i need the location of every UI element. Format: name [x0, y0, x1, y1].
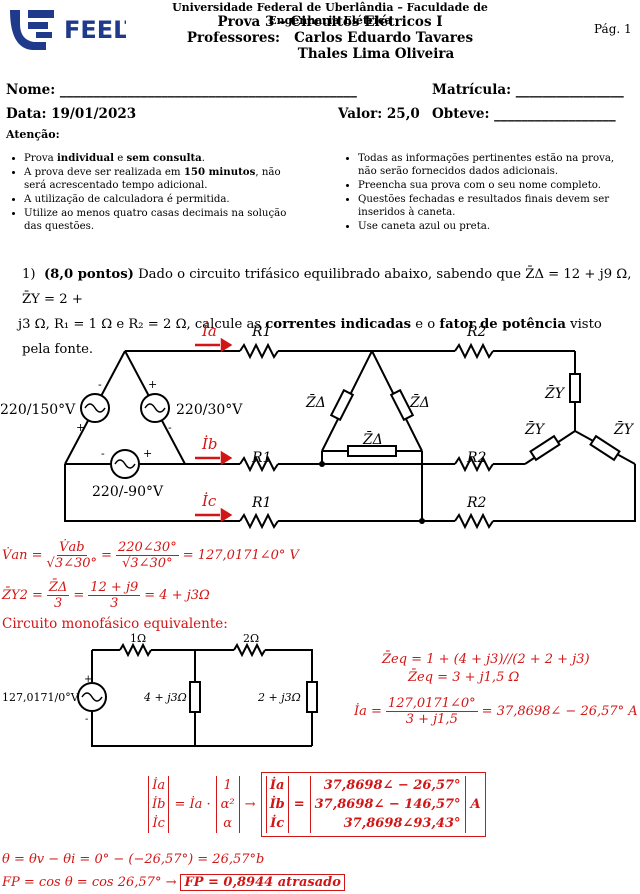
mono-r1-label: 1Ω [130, 632, 146, 645]
resistor-r2-b [454, 455, 494, 473]
van-equation: V̇an = V̇ab √3∠30° = 220∠30° √3∠30° = 12… [2, 540, 299, 571]
exam-title: Prova 3 – Circuitos Elétricos I [217, 14, 443, 30]
university-name: Universidade Federal de Uberlândia – Fac… [172, 1, 488, 27]
r2-label-a: R2 [466, 324, 487, 340]
resistor-r2-a [454, 342, 494, 360]
mono-z2-label: 2 + j3Ω [257, 691, 301, 704]
source-v3-label: 220/-90°V [92, 484, 164, 500]
source-v1-label: 220/150°V [0, 402, 76, 418]
attention-item: Questões fechadas e resultados finais de… [358, 193, 636, 219]
page-number: Pág. 1 [594, 22, 632, 36]
professors: Professores: Carlos Eduardo Tavares [186, 30, 474, 46]
theta-equation: θ = θv − θi = 0° − (−26,57°) = 26,57°b [2, 852, 265, 867]
svg-text:+: + [148, 378, 157, 391]
vector-equation: İa İb İc = İa · 1 α² α → İa İb İc = 37,8… [148, 772, 486, 837]
mono-z1-label: 4 + j3Ω [143, 691, 187, 704]
logo-text: FEELT [64, 16, 126, 44]
resistor-r1-c [239, 512, 279, 530]
r2-label-b: R2 [466, 450, 487, 466]
resistor-r2-c [454, 512, 494, 530]
zd-label-2: Z̄Δ [409, 393, 430, 411]
zd-label-1: Z̄Δ [305, 393, 326, 411]
attention-item: Preencha sua prova com o seu nome comple… [358, 179, 636, 192]
attention-title: Atenção: [6, 128, 60, 141]
attention-item: Todas as informações pertinentes estão n… [358, 152, 636, 178]
attention-right: Todas as informações pertinentes estão n… [340, 152, 636, 234]
value-field: Valor: 25,0 [338, 106, 420, 122]
svg-text:-: - [101, 447, 105, 460]
matricula-field[interactable]: Matrícula: ________________ [432, 82, 624, 98]
zy2-equation: Z̄Y2 = Z̄Δ 3 = 12 + j9 3 = 4 + j3Ω [2, 580, 210, 611]
svg-text:+: + [143, 447, 152, 460]
feelt-logo-icon: FEELT [10, 10, 142, 50]
source-v2-label: 220/30°V [176, 402, 243, 418]
r1-label-a: R1 [251, 324, 271, 340]
svg-text:-: - [98, 378, 102, 391]
mono-source-label: 127,0171/0°V [2, 691, 80, 704]
r2-label-c: R2 [466, 495, 487, 511]
fp-equation: FP = cos θ = cos 26,57° → FP = 0,8944 at… [2, 874, 345, 891]
svg-text:-: - [168, 421, 172, 434]
three-phase-circuit: -+ +- -+ İa İb İc R1 R2 R1 R2 R1 R2 Z̄Δ … [0, 322, 636, 530]
r1-label-c: R1 [251, 495, 271, 511]
attention-item: Prova individual e sem consulta. [24, 152, 302, 165]
current-ia-label: İa [201, 322, 217, 340]
svg-text:+: + [76, 421, 85, 434]
attention-item: A utilização de calculadora é permitida. [24, 193, 302, 206]
zd-label-3: Z̄Δ [362, 430, 383, 448]
grade-field[interactable]: Obteve: __________________ [432, 106, 616, 122]
mono-r2-label: 2Ω [243, 632, 259, 645]
attention-item: Use caneta azul ou preta. [358, 220, 636, 233]
zy-label-1: Z̄Y [544, 384, 566, 402]
name-field[interactable]: Nome: __________________________________… [6, 82, 357, 98]
r1-label-b: R1 [251, 450, 271, 466]
attention-left: Prova individual e sem consulta. A prova… [6, 152, 302, 234]
zy-label-3: Z̄Y [613, 420, 635, 438]
attention-item: Utilize ao menos quatro casas decimais n… [24, 207, 302, 233]
current-ib-label: İb [201, 435, 218, 453]
logo: FEELT [6, 4, 142, 54]
resistor-r1-b [239, 455, 279, 473]
svg-text:-: - [85, 714, 88, 725]
attention-item: A prova deve ser realizada em 150 minuto… [24, 166, 302, 192]
date-field: Data: 19/01/2023 [6, 106, 137, 122]
zy-label-2: Z̄Y [524, 420, 546, 438]
ia-equation: İa = 127,0171∠0° 3 + j1,5 = 37,8698∠ − 2… [354, 696, 638, 727]
svg-text:+: + [84, 674, 92, 685]
current-ic-label: İc [201, 492, 217, 510]
zeq-equation-2: Z̄eq = 3 + j1,5 Ω [408, 670, 520, 685]
fp-result: FP = 0,8944 atrasado [180, 874, 345, 891]
resistor-r1-a [239, 342, 279, 360]
professor-2: Thales Lima Oliveira [297, 46, 455, 62]
mono-title: Circuito monofásico equivalente: [2, 616, 228, 632]
zeq-equation-1: Z̄eq = 1 + (4 + j3)//(2 + 2 + j3) [382, 652, 590, 667]
single-phase-circuit: + - 1Ω 2Ω 4 + j3Ω 2 + j3Ω 127,0171/0°V [2, 632, 318, 747]
question-1: 1) (8,0 pontos) Dado o circuito trifásic… [18, 267, 632, 357]
